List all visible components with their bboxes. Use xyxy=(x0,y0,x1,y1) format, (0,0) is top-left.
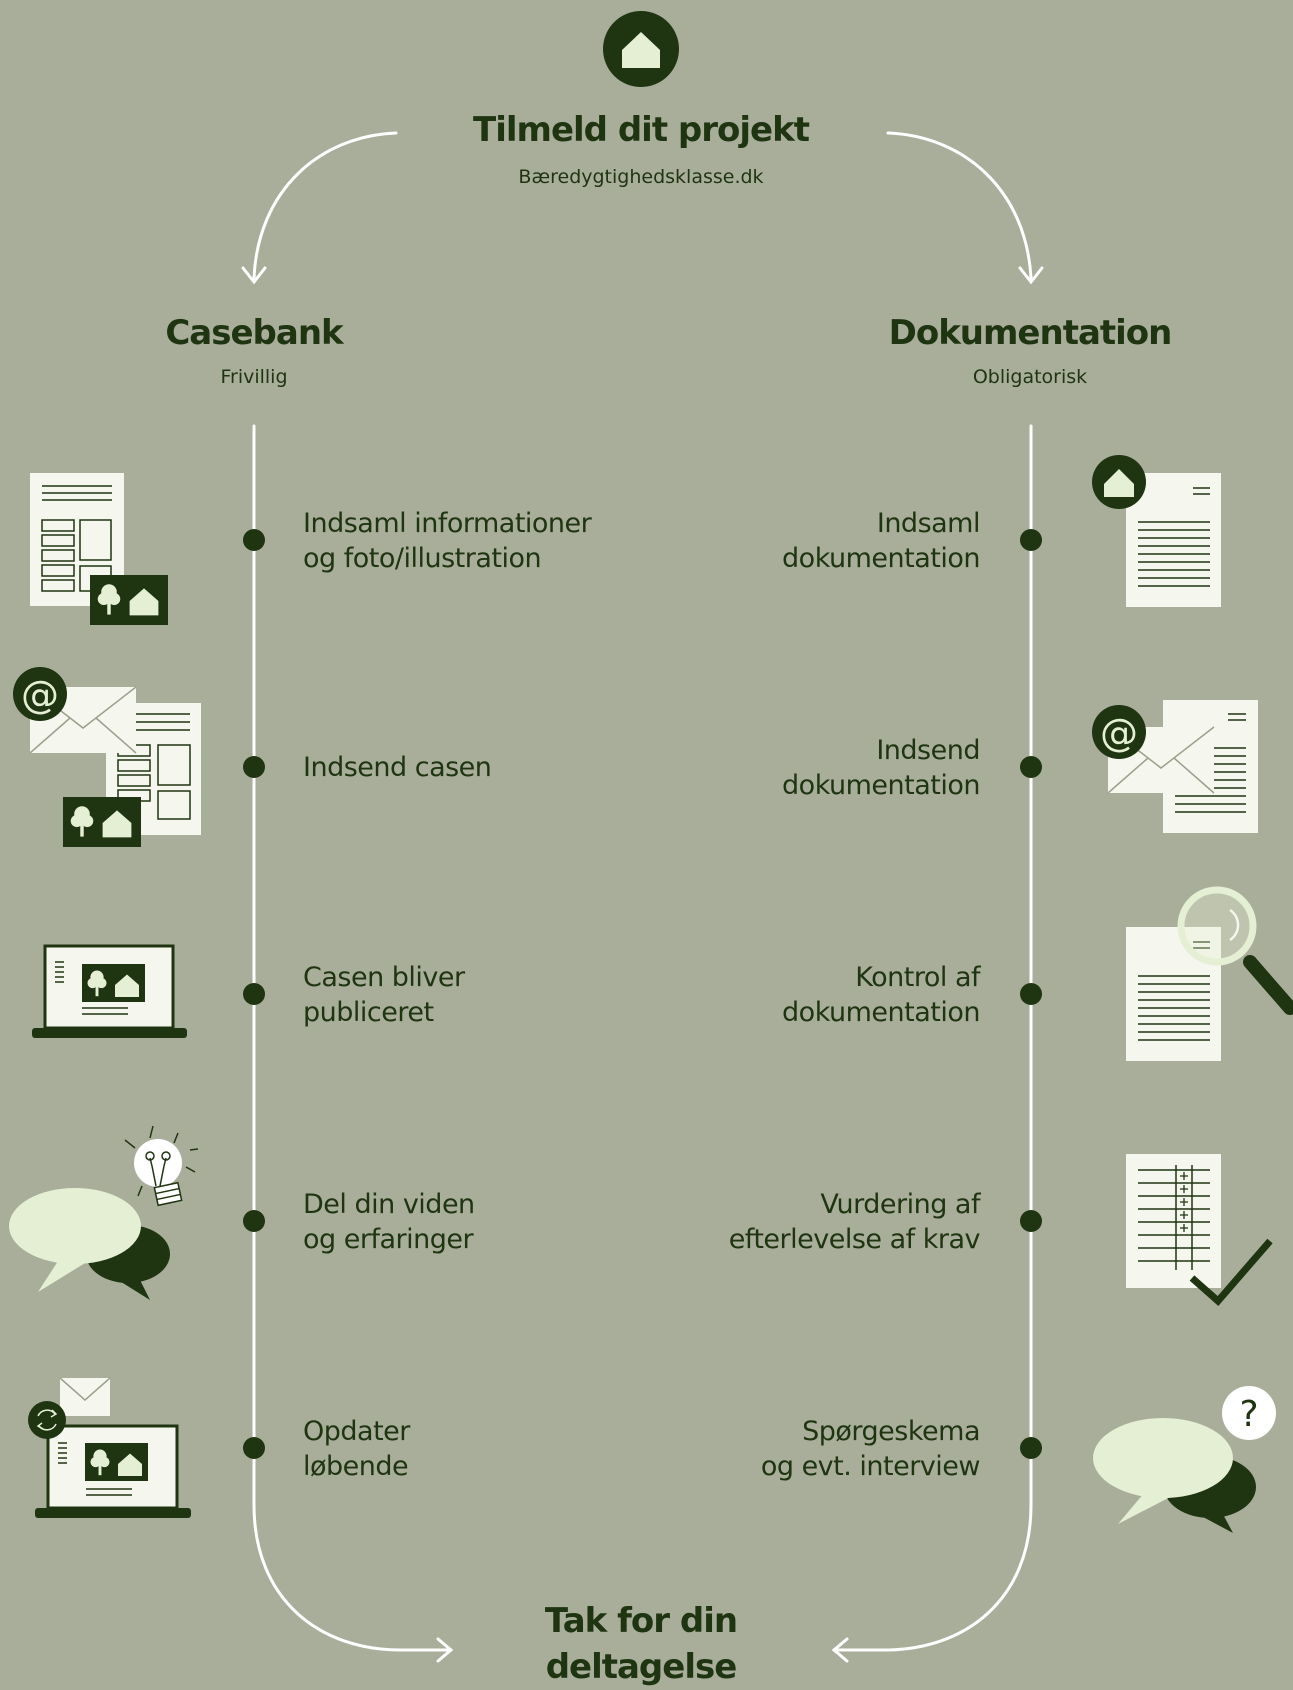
checklist-icon xyxy=(1126,1154,1273,1306)
house-icon xyxy=(603,11,679,87)
step-right-2: Indsend dokumentation xyxy=(782,735,980,801)
column-title-right: Dokumentation xyxy=(888,313,1173,353)
footer-title: Tak for din deltagelse xyxy=(544,1601,738,1687)
timeline-dot xyxy=(1020,983,1042,1005)
timeline-dot xyxy=(243,1437,265,1459)
step-right-3: Kontrol af dokumentation xyxy=(782,962,980,1028)
svg-text:@: @ xyxy=(1100,711,1138,755)
step-left-3: Casen bliver publiceret xyxy=(303,962,465,1028)
page-title: Tilmeld dit projekt xyxy=(473,110,810,150)
arrow-left-top xyxy=(241,131,398,285)
speech-bubbles-question-icon: ? xyxy=(1093,1386,1276,1533)
email-with-document-icon: @ xyxy=(1092,700,1258,833)
svg-text:?: ? xyxy=(1239,1394,1258,1435)
column-subtitle-left: Frivillig xyxy=(220,366,288,388)
step-left-5: Opdater løbende xyxy=(303,1416,410,1482)
step-right-1: Indsaml dokumentation xyxy=(782,508,980,574)
magnifier-document-icon xyxy=(1126,886,1293,1061)
laptop-update-icon xyxy=(28,1377,191,1518)
timeline-dot xyxy=(243,529,265,551)
document-with-photo-icon xyxy=(30,473,168,625)
step-left-1: Indsaml informationer og foto/illustrati… xyxy=(303,508,592,574)
timeline-dot xyxy=(1020,529,1042,551)
arrow-right-top xyxy=(886,131,1044,285)
step-right-4: Vurdering af efterlevelse af krav xyxy=(728,1189,981,1255)
column-title-left: Casebank xyxy=(165,313,343,353)
document-house-icon xyxy=(1092,455,1221,607)
step-right-5: Spørgeskema og evt. interview xyxy=(760,1416,981,1482)
step-left-4: Del din viden og erfaringer xyxy=(303,1189,475,1255)
column-subtitle-right: Obligatorisk xyxy=(972,366,1088,388)
timeline-right xyxy=(831,424,1033,1663)
timeline-dot xyxy=(243,1210,265,1232)
email-with-document-icon: @ xyxy=(13,667,201,847)
timeline-dot xyxy=(1020,756,1042,778)
timeline-dot xyxy=(1020,1437,1042,1459)
timeline-dot xyxy=(243,756,265,778)
step-left-2: Indsend casen xyxy=(303,752,492,783)
svg-text:@: @ xyxy=(21,673,59,717)
timeline-dot xyxy=(243,983,265,1005)
timeline-left xyxy=(252,424,454,1663)
page-subtitle: Bæredygtighedsklasse.dk xyxy=(518,166,764,188)
speech-bubbles-lightbulb-icon xyxy=(9,1125,199,1300)
timeline-dot xyxy=(1020,1210,1042,1232)
laptop-icon xyxy=(32,944,187,1038)
